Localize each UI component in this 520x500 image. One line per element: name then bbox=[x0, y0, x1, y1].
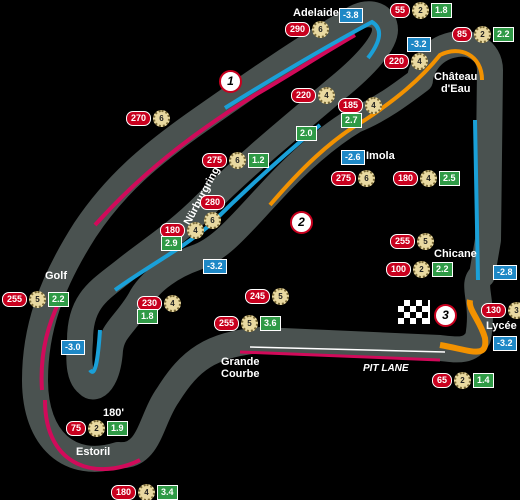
decel-box: -3.8 bbox=[339, 8, 363, 23]
decel-box: -3.2 bbox=[493, 336, 517, 351]
label-chateau: Château d'Eau bbox=[434, 71, 478, 95]
label-chicane: Chicane bbox=[434, 248, 477, 260]
sector-1-marker: 1 bbox=[219, 70, 242, 93]
kerb-orange-pit bbox=[439, 299, 489, 355]
sector-2-marker: 2 bbox=[290, 211, 313, 234]
decel-box: -3.2 bbox=[203, 259, 227, 274]
pit-lane-line bbox=[249, 346, 446, 353]
decel-box: -2.6 bbox=[341, 150, 365, 165]
label-imola: Imola bbox=[366, 150, 395, 162]
track-outline bbox=[22, 1, 503, 472]
decel-box: -3.0 bbox=[61, 340, 85, 355]
kerb-red-bottom bbox=[43, 399, 141, 472]
label-180: 180' bbox=[103, 407, 124, 419]
label-golf: Golf bbox=[45, 270, 67, 282]
kerb-orange bbox=[268, 49, 484, 207]
kerb-red-pit bbox=[239, 350, 441, 362]
gforce-box: 2.0 bbox=[296, 126, 317, 141]
label-estoril: Estoril bbox=[76, 446, 111, 458]
sector-3-marker: 3 bbox=[434, 304, 457, 327]
label-pit-lane: PIT LANE bbox=[363, 363, 409, 374]
decel-box: -2.8 bbox=[493, 265, 517, 280]
gforce-box: 1.8 bbox=[137, 309, 158, 324]
kerb-red-outer bbox=[39, 299, 62, 391]
kerb-red-top bbox=[93, 33, 356, 227]
gforce-box: 2.9 bbox=[161, 236, 182, 251]
decel-box: -3.2 bbox=[407, 37, 431, 52]
label-lycee: Lycée bbox=[486, 320, 517, 332]
label-adelaide: Adelaide bbox=[293, 7, 339, 19]
gforce-box: 2.7 bbox=[341, 113, 362, 128]
kerb-blue-top bbox=[223, 19, 382, 110]
kerb-blue-right bbox=[473, 119, 480, 281]
kerb-blue-inner2 bbox=[88, 329, 102, 374]
chequered-flag-icon bbox=[398, 300, 430, 324]
label-grande-courbe: Grande Courbe bbox=[221, 356, 260, 380]
